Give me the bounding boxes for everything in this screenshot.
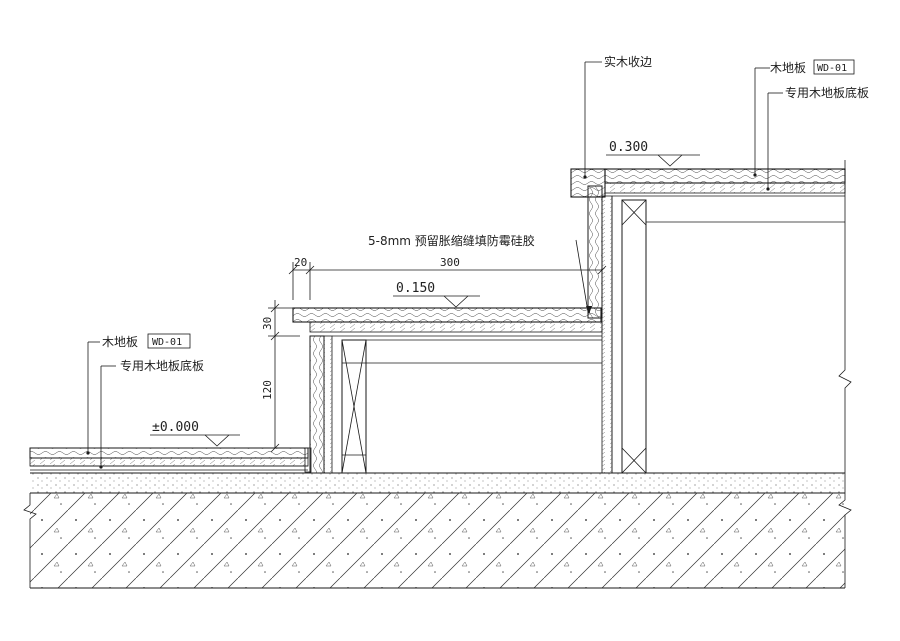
dim-gap-text: 20 [294,256,307,269]
callout-subfloor-top: 专用木地板底板 [766,85,869,191]
callout-wood-floor-left: 木地板 WD-01 [86,333,191,455]
upper-step [570,160,852,474]
dim-thickness-text: 30 [261,317,274,330]
label-wood-floor-top-code: WD-01 [817,63,847,74]
label-wood-floor-top: 木地板 [770,61,806,75]
level-middle-text: 0.150 [396,281,435,296]
label-wood-floor-left-code: WD-01 [152,337,182,348]
callout-expansion-joint: 5-8mm 预留胀缩缝填防霉硅胶 [368,233,592,314]
level-marker-ground: ±0.000 [150,420,240,447]
level-ground-text: ±0.000 [152,420,199,435]
level-upper-text: 0.300 [609,140,648,155]
label-solid-wood-edge: 实木收边 [604,54,652,69]
label-wood-floor-left: 木地板 [102,335,138,349]
lower-step [292,307,603,474]
callout-subfloor-left: 专用木地板底板 [99,358,204,469]
callout-solid-wood-edge: 实木收边 [583,54,652,179]
dim-tread-text: 300 [440,256,460,269]
dimension-horizontal: 20 300 [288,256,607,300]
label-subfloor-top: 专用木地板底板 [785,85,869,100]
callout-wood-floor-top: 木地板 WD-01 [753,59,855,177]
label-subfloor-left: 专用木地板底板 [120,358,204,373]
level-marker-middle: 0.150 [393,281,480,308]
dim-riser-text: 120 [261,380,274,400]
concrete-slab [23,472,852,589]
dimension-vertical: 30 120 [261,300,300,453]
ground-floor-boards [29,447,309,471]
label-expansion-joint: 5-8mm 预留胀缩缝填防霉硅胶 [368,233,535,248]
level-marker-upper: 0.300 [606,140,700,167]
